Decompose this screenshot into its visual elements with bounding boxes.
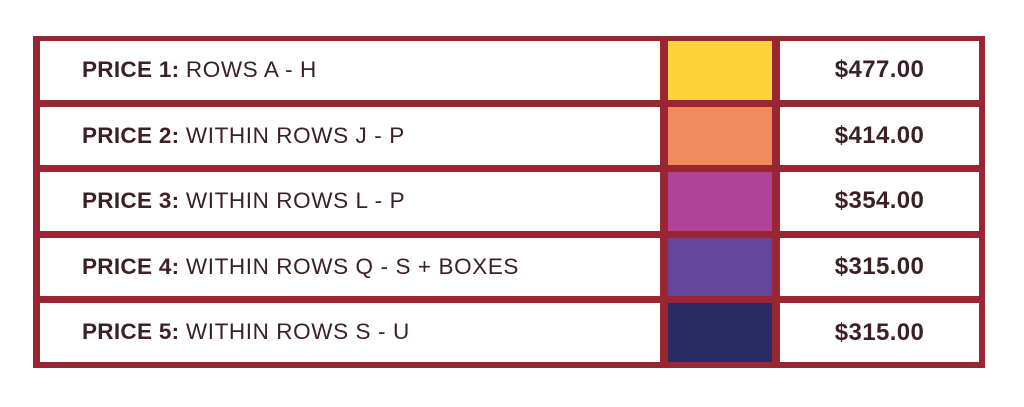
color-swatch-purple <box>668 237 772 297</box>
price-description-text: PRICE 3: WITHIN ROWS L - P <box>82 188 406 214</box>
color-swatch-navy <box>668 303 772 362</box>
price-amount-cell: $315.00 <box>780 303 979 362</box>
price-description-cell: PRICE 1: ROWS A - H <box>40 41 660 100</box>
table-row: PRICE 3: WITHIN ROWS L - P $354.00 <box>40 172 979 231</box>
color-swatch-yellow <box>668 41 772 100</box>
price-description-text: PRICE 1: ROWS A - H <box>82 57 317 83</box>
price-amount-text: $477.00 <box>834 56 925 84</box>
price-rows-detail: WITHIN ROWS J - P <box>185 122 405 148</box>
price-description-cell: PRICE 2: WITHIN ROWS J - P <box>40 106 660 166</box>
price-amount-text: $354.00 <box>834 187 925 215</box>
price-description-text: PRICE 4: WITHIN ROWS Q - S + BOXES <box>82 253 520 279</box>
price-rows-detail: WITHIN ROWS S - U <box>185 319 410 345</box>
price-tier-label: PRICE 4: <box>82 253 180 279</box>
price-rows-detail: ROWS A - H <box>185 57 317 83</box>
price-amount-cell: $414.00 <box>780 106 979 166</box>
price-tier-label: PRICE 2: <box>82 122 180 148</box>
price-tier-label: PRICE 1: <box>82 57 180 83</box>
price-amount-text: $414.00 <box>834 121 925 149</box>
table-row: PRICE 1: ROWS A - H $477.00 <box>40 41 979 100</box>
price-amount-text: $315.00 <box>834 318 925 346</box>
color-swatch-orange <box>668 106 772 166</box>
price-rows-detail: WITHIN ROWS L - P <box>185 188 406 214</box>
price-legend-table: PRICE 1: ROWS A - H $477.00 PRICE 2: WIT… <box>33 36 985 368</box>
table-row: PRICE 5: WITHIN ROWS S - U $315.00 <box>40 303 979 362</box>
price-description-cell: PRICE 4: WITHIN ROWS Q - S + BOXES <box>40 237 660 297</box>
price-amount-cell: $477.00 <box>780 41 979 100</box>
price-description-cell: PRICE 5: WITHIN ROWS S - U <box>40 303 660 362</box>
price-rows-detail: WITHIN ROWS Q - S + BOXES <box>185 253 520 279</box>
table-row: PRICE 4: WITHIN ROWS Q - S + BOXES $315.… <box>40 237 979 297</box>
price-description-text: PRICE 2: WITHIN ROWS J - P <box>82 122 405 148</box>
color-swatch-magenta <box>668 172 772 231</box>
price-description-text: PRICE 5: WITHIN ROWS S - U <box>82 321 410 344</box>
price-amount-cell: $354.00 <box>780 172 979 231</box>
price-tier-label: PRICE 5: <box>82 319 180 345</box>
price-amount-cell: $315.00 <box>780 237 979 297</box>
table-row: PRICE 2: WITHIN ROWS J - P $414.00 <box>40 106 979 166</box>
price-amount-text: $315.00 <box>834 253 925 281</box>
price-description-cell: PRICE 3: WITHIN ROWS L - P <box>40 172 660 231</box>
price-tier-label: PRICE 3: <box>82 188 180 214</box>
